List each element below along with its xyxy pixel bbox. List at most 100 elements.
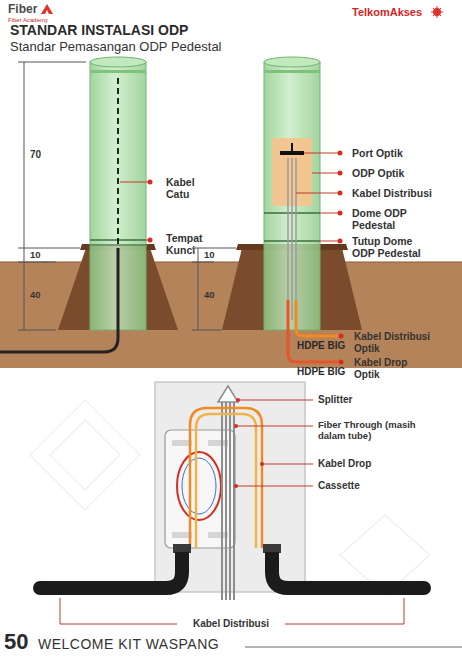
pedestal-post <box>90 70 146 73</box>
cable-gland <box>173 544 191 553</box>
brand-mark <box>41 4 53 14</box>
fiber-through <box>233 402 235 600</box>
distribution-cable-inner <box>295 158 297 300</box>
leader-line <box>60 598 177 624</box>
cassette <box>177 452 221 520</box>
leader-dot <box>234 424 238 428</box>
distribution-cable <box>40 552 182 588</box>
part-label: Cassette <box>318 480 360 492</box>
drop-cable <box>190 408 262 548</box>
part-label: Fiber Through (masih dalam tube) <box>318 420 428 442</box>
brand-logo: Fiber <box>8 3 37 17</box>
dimension-line <box>192 330 222 331</box>
part-label: Kabel Drop Optik <box>354 357 426 380</box>
drop-cable <box>190 408 262 548</box>
part-label: Kabel Distribusi <box>181 618 281 630</box>
fiber-through <box>222 402 234 600</box>
distribution-cable-cap <box>33 581 47 595</box>
dimension-label: 10 <box>30 250 41 260</box>
optical-cable <box>296 300 338 336</box>
company-mark <box>431 6 443 18</box>
page-subtitle: Standar Pemasangan ODP Pedestal <box>10 40 222 55</box>
leader-dot <box>338 151 343 156</box>
splitter <box>218 386 238 402</box>
pedestal-post <box>90 245 146 246</box>
company-mark <box>431 6 443 18</box>
brand-mark <box>41 4 53 14</box>
fiber-through <box>225 402 227 600</box>
leader-line <box>304 153 338 154</box>
distribution-cable <box>272 552 424 588</box>
dimension-line <box>192 248 236 249</box>
part-label: Kabel Drop <box>318 458 371 470</box>
leader-dot <box>339 360 344 365</box>
pipe-label: HDPE BIG <box>297 366 345 378</box>
dimension-line <box>18 62 86 63</box>
leader-dot <box>148 180 153 185</box>
dimension-line <box>18 62 236 330</box>
page-title: STANDAR INSTALASI ODP <box>10 22 188 38</box>
cassette <box>165 430 235 548</box>
leader-dot <box>234 484 238 488</box>
distribution-cable-inner <box>287 158 289 300</box>
cassette <box>165 430 235 548</box>
leader-line <box>236 486 313 487</box>
fiber-through <box>229 402 231 600</box>
leader-dot <box>338 171 343 176</box>
pedestal-post <box>90 57 146 67</box>
leader-line <box>312 173 338 174</box>
pedestal-post <box>280 151 304 155</box>
background-pattern <box>30 400 140 510</box>
ground <box>0 261 462 262</box>
cable-gland <box>173 544 281 553</box>
dimension-line <box>18 330 56 331</box>
cable-gland <box>263 544 281 553</box>
background-pattern <box>50 420 120 490</box>
distribution-cable-inner <box>288 158 296 320</box>
distribution-cable <box>40 552 424 588</box>
footer-rule <box>245 647 462 648</box>
dimension-line <box>18 262 56 263</box>
cassette <box>182 458 216 514</box>
leader-line <box>320 213 338 214</box>
leader-line <box>120 182 148 183</box>
brand-tagline: Fiber Academy <box>8 17 48 24</box>
leader-dot <box>338 211 343 216</box>
part-label: Kabel Distribusi Optik <box>354 331 454 354</box>
leader-dot <box>236 398 240 402</box>
leader-line <box>320 241 338 242</box>
distribution-cable-inner <box>291 158 293 320</box>
leader-line <box>285 598 404 624</box>
power-cable <box>117 78 119 248</box>
dimension-line <box>24 62 25 330</box>
fiber-through <box>221 402 223 600</box>
distribution-cable-cap <box>417 581 431 595</box>
part-label: Kabel Catu <box>166 176 216 200</box>
dimension-label: 40 <box>204 290 215 301</box>
leader-line <box>262 464 313 465</box>
leader-line <box>238 400 313 401</box>
dimension-label: 40 <box>30 290 41 301</box>
drop-cable <box>196 414 256 548</box>
optical-cable <box>288 300 338 362</box>
part-label: Kabel Distribusi <box>352 187 432 199</box>
brand-mark <box>45 10 49 14</box>
part-label: Port Optik <box>352 147 403 159</box>
leader-dot <box>148 151 344 365</box>
pedestal-post <box>264 57 320 67</box>
leader-dot <box>338 239 343 244</box>
power-cable <box>0 78 118 352</box>
dimension-line <box>18 248 80 249</box>
splitter <box>218 386 238 402</box>
pedestal-post <box>264 70 320 73</box>
leader-dot <box>260 462 264 466</box>
pipe-label: HDPE BIG <box>297 340 345 352</box>
dimension-label: 70 <box>30 149 41 161</box>
leader-line <box>236 426 313 427</box>
leader-dot <box>234 398 264 488</box>
leader-dot <box>338 191 343 196</box>
power-cable <box>0 248 118 352</box>
footer-rule <box>245 646 462 648</box>
